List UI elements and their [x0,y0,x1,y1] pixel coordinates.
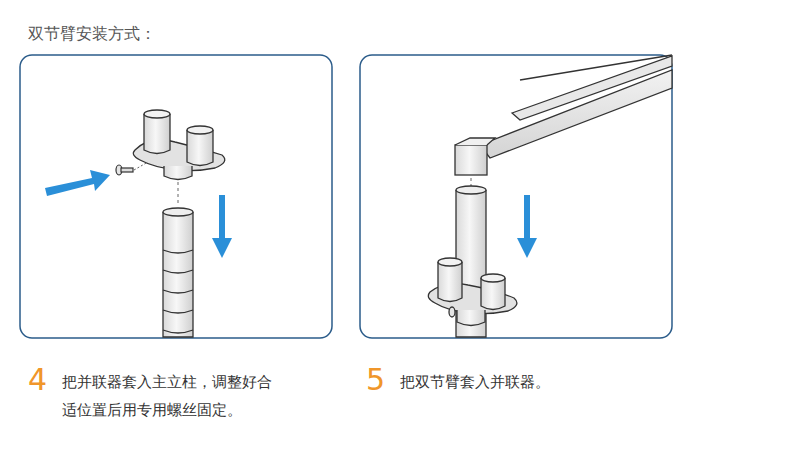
right-panel [360,55,672,338]
left-panel [20,55,332,338]
direction-arrow [212,195,232,258]
drawing-part [480,70,672,158]
drawing-part [481,274,505,282]
parallel-connector [428,258,517,326]
drawing-part [520,55,672,80]
drawing-part [438,262,462,302]
main-pole [163,208,193,337]
direction-arrow [517,195,537,258]
drawing-part [455,138,495,145]
drawing-part [163,212,193,337]
drawing-part [187,126,213,134]
drawing-part [121,168,133,172]
drawing-part [512,56,672,120]
drawing-part [456,186,486,194]
drawing-part [144,110,170,118]
double-arm [455,55,672,175]
drawing-part [164,166,192,180]
step-number: 4 [28,362,47,398]
guide-line [471,178,472,186]
drawing-part [438,258,462,266]
drawing-part [457,310,485,326]
step-number: 5 [366,362,385,398]
drawing-part [144,114,170,154]
drawing-part [455,145,487,175]
drawing-part [187,130,213,166]
drawing-part [449,307,455,317]
step-text: 把并联器套入主立柱，调整好合 适位置后用专用螺丝固定。 [62,368,284,424]
guide-line [178,182,179,206]
drawing-part [517,195,537,258]
drawing-part [163,250,193,333]
drawing-part [212,195,232,258]
step-text: 把双节臂套入并联器。 [400,368,550,396]
drawing-part [163,208,193,216]
drawing-part [45,170,110,196]
direction-arrow [45,170,110,196]
drawing-part [481,278,505,310]
screw [116,165,133,175]
parallel-connector [133,110,224,180]
guide-line [134,162,148,170]
diagram-title: 双节臂安装方式： [28,24,156,45]
